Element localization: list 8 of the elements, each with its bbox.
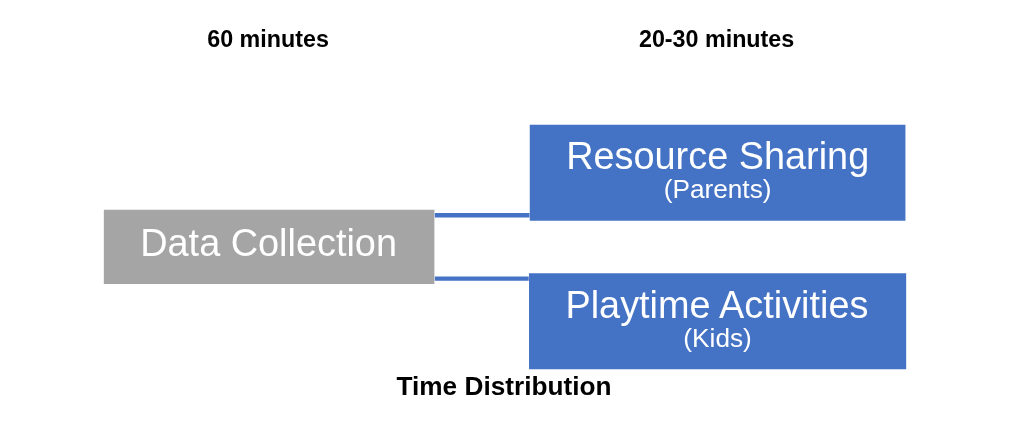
node-box: Playtime Activities (Kids) <box>529 273 907 370</box>
node-box: Resource Sharing (Parents) <box>529 124 906 221</box>
connector <box>434 276 529 281</box>
node-box: Data Collection <box>103 209 435 285</box>
label: 20-30 minutes <box>638 26 795 53</box>
connector <box>434 213 530 218</box>
caption: Time Distribution <box>396 370 612 401</box>
label: 60 minutes <box>207 26 329 53</box>
